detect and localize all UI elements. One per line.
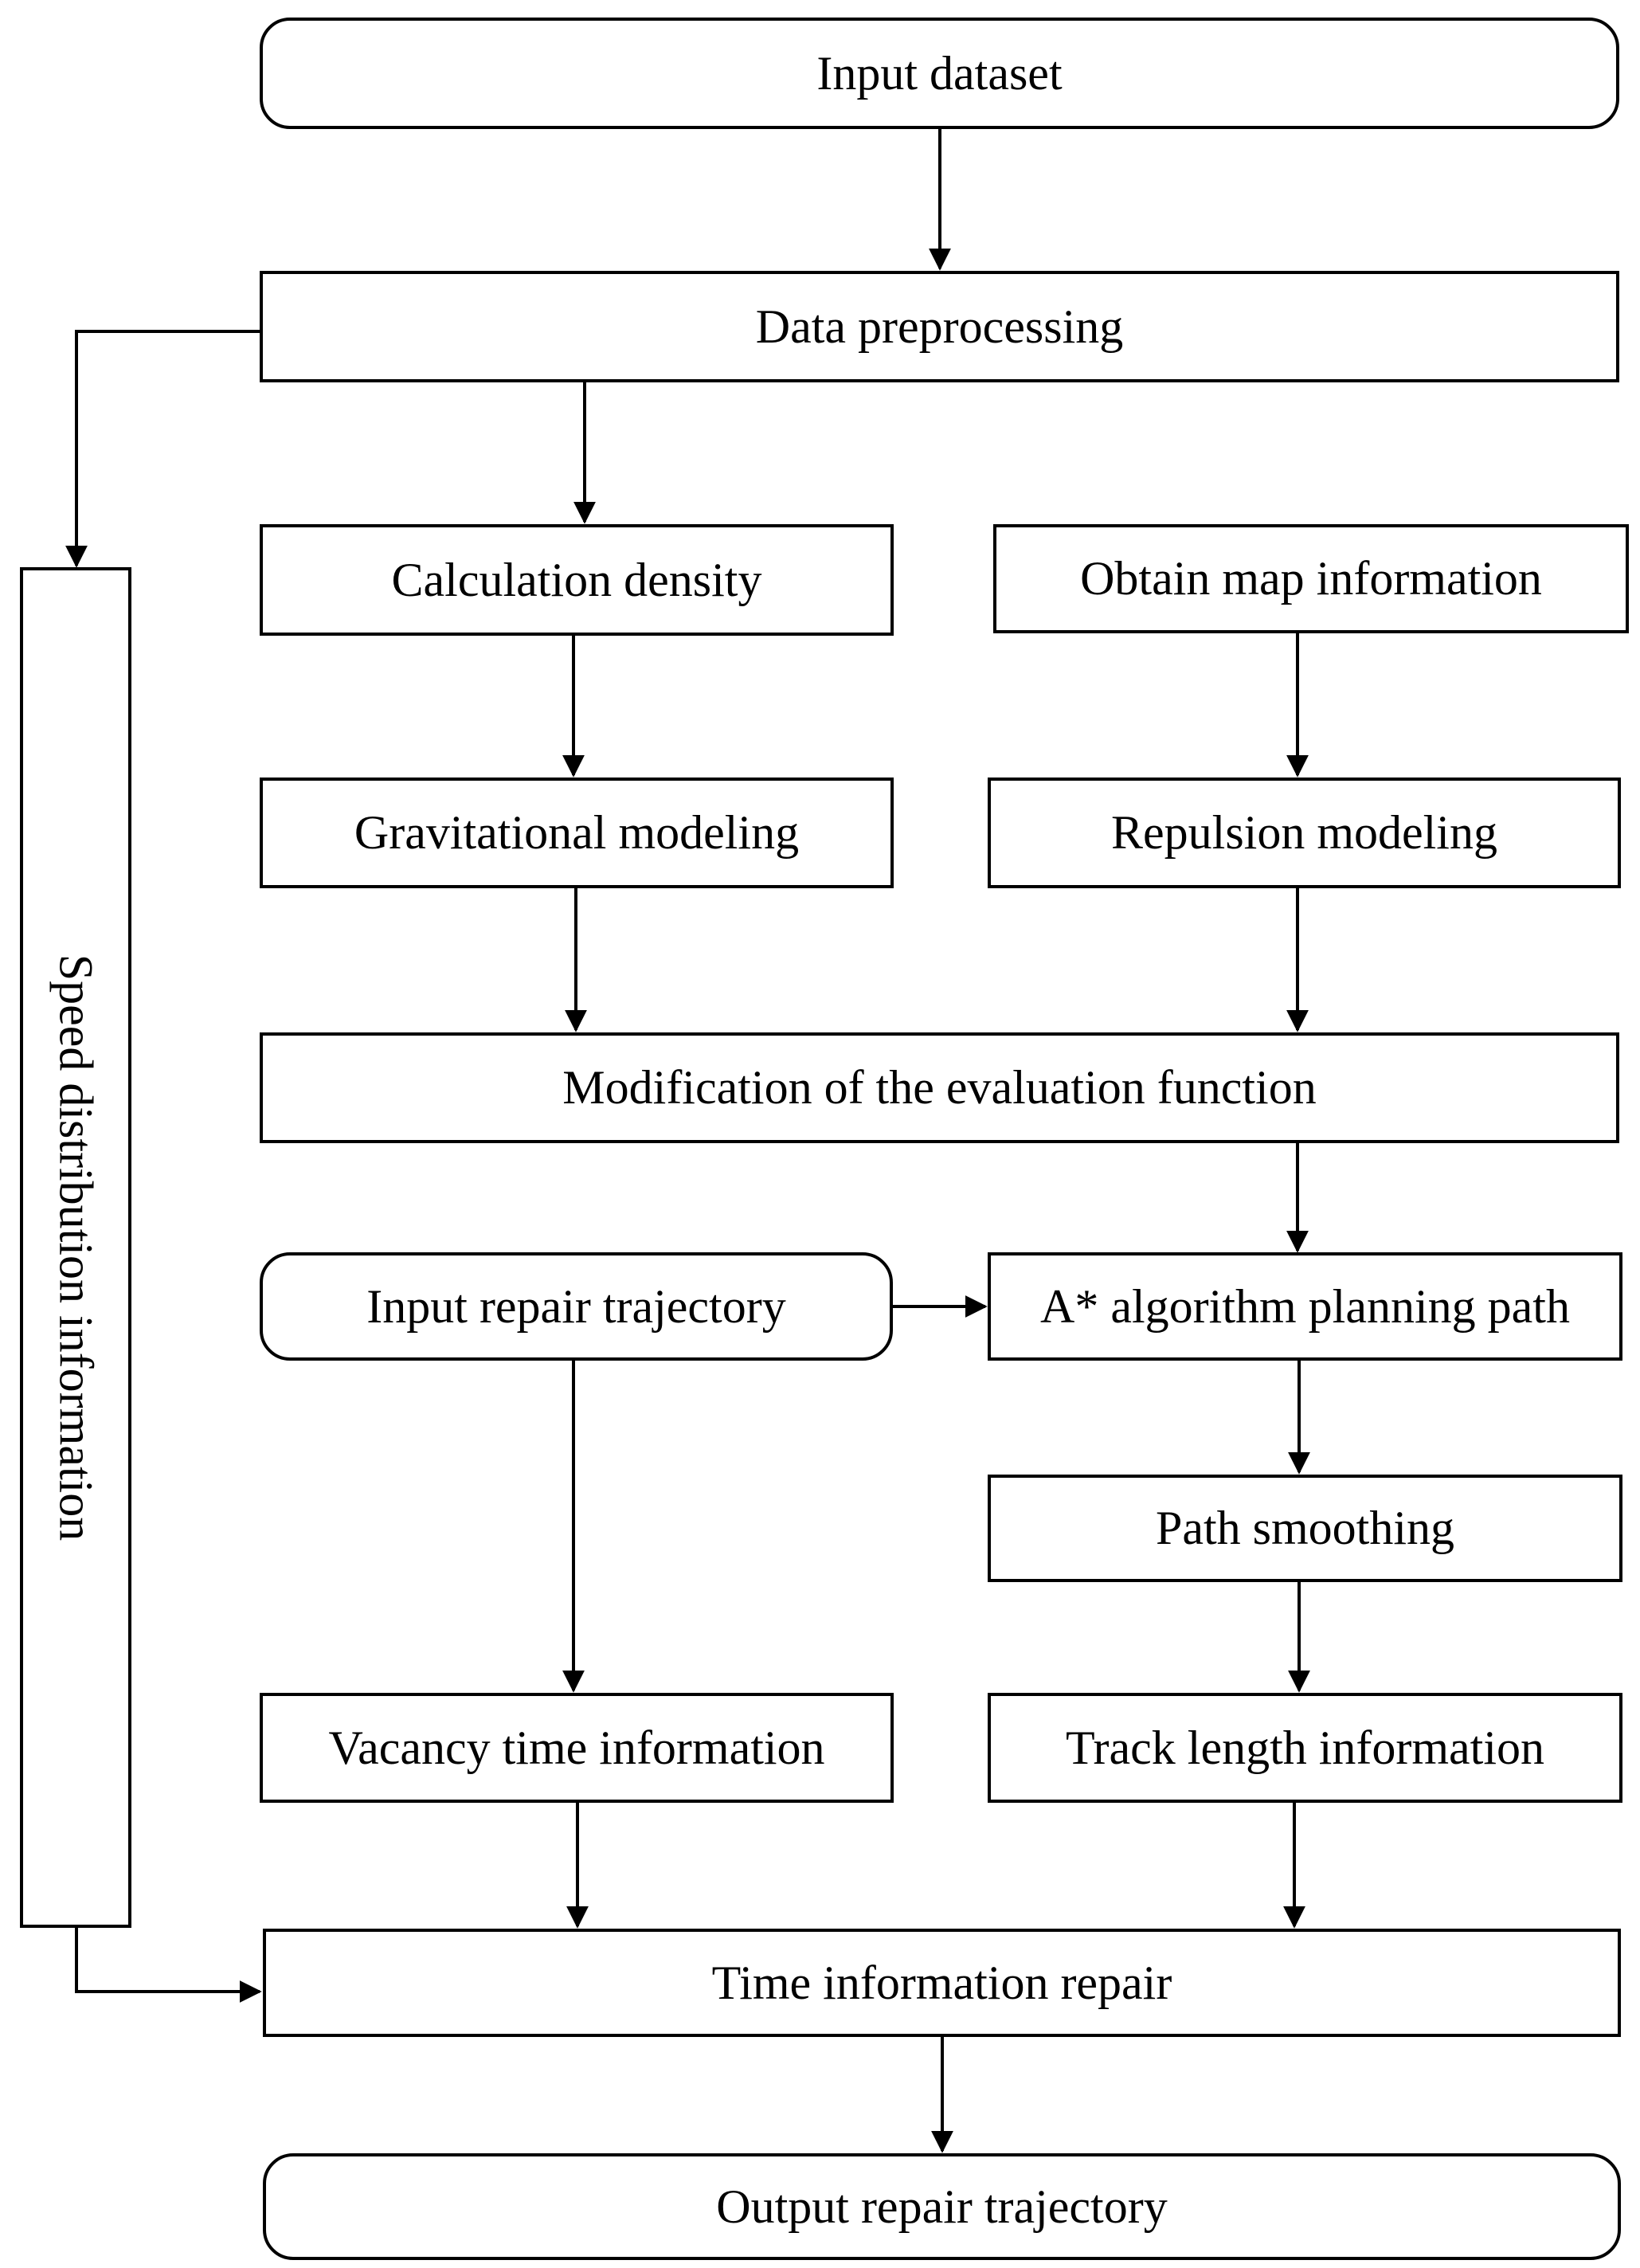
node-time-information-repair: Time information repair	[263, 1929, 1621, 2037]
node-speed-distribution-box	[20, 567, 131, 1928]
node-output-repair-trajectory: Output repair trajectory	[263, 2153, 1621, 2260]
node-a-star-planning-path: A* algorithm planning path	[988, 1252, 1622, 1361]
node-calculation-density: Calculation density	[260, 524, 894, 636]
arrow-preprocessing-to-speed	[65, 330, 260, 568]
node-speed-distribution-label: Speed distribution information	[49, 954, 103, 1541]
node-repulsion-modeling: Repulsion modeling	[988, 778, 1621, 888]
node-input-dataset: Input dataset	[260, 18, 1619, 129]
node-path-smoothing: Path smoothing	[988, 1475, 1622, 1582]
node-vacancy-time-information: Vacancy time information	[260, 1693, 894, 1803]
node-obtain-map-information: Obtain map information	[993, 524, 1629, 633]
node-modification-evaluation-function: Modification of the evaluation function	[260, 1032, 1619, 1143]
node-input-repair-trajectory: Input repair trajectory	[260, 1252, 893, 1361]
node-track-length-information: Track length information	[988, 1693, 1622, 1803]
node-data-preprocessing: Data preprocessing	[260, 271, 1619, 382]
node-gravitational-modeling: Gravitational modeling	[260, 778, 894, 888]
arrow-speed-to-time-repair	[75, 1928, 262, 2003]
